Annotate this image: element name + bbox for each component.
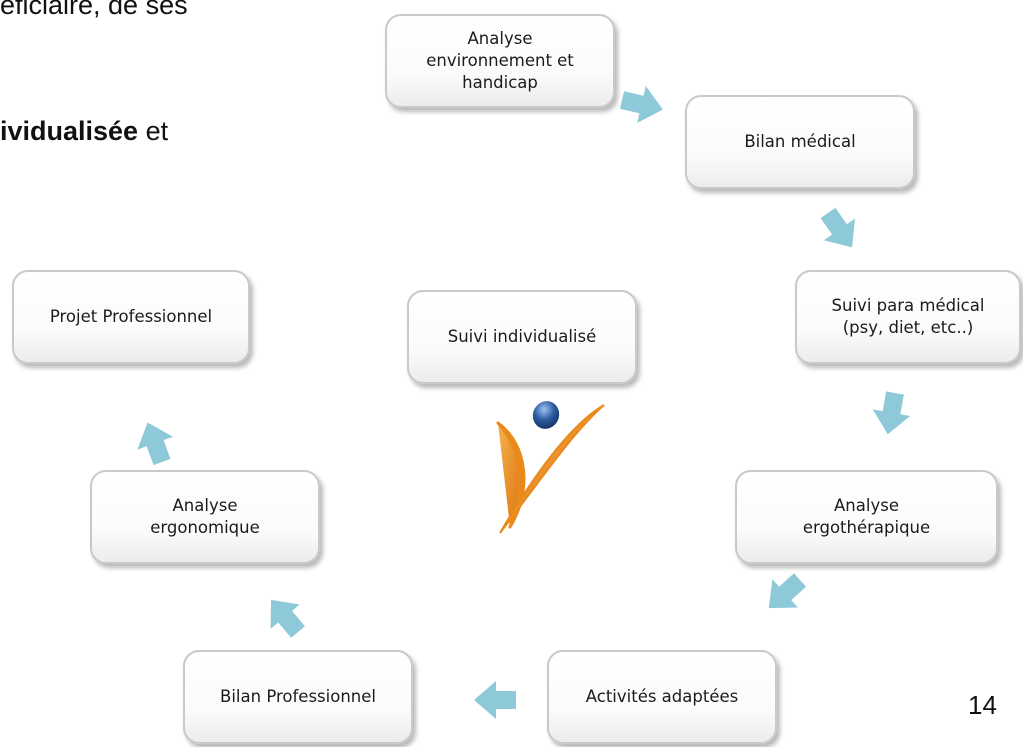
- cycle-arrow-2: [820, 207, 856, 248]
- body-text-rest: et: [138, 116, 169, 146]
- step-bilan-medical: Bilan médical: [685, 95, 915, 189]
- body-text-line-2: ividualisée et: [0, 116, 168, 147]
- step-activites-adaptees: Activités adaptées: [547, 650, 777, 744]
- step-suivi-paramedical: Suivi para médical (psy, diet, etc..): [795, 270, 1021, 364]
- logo-right-stroke-icon: [499, 404, 605, 534]
- cycle-arrow-1: [619, 85, 663, 124]
- step-bilan-professionnel: Bilan Professionnel: [183, 650, 413, 744]
- center-suivi-individualise: Suivi individualisé: [407, 290, 637, 384]
- step-projet-professionnel: Projet Professionnel: [12, 270, 250, 364]
- body-text-bold: ividualisée: [0, 116, 139, 146]
- cycle-arrow-3: [872, 391, 911, 435]
- cycle-arrow-4: [768, 573, 807, 609]
- cycle-arrow-7: [137, 422, 174, 466]
- step-analyse-ergotherapique: Analyse ergothérapique: [735, 470, 998, 564]
- person-logo-icon: [496, 401, 605, 534]
- step-analyse-ergonomique: Analyse ergonomique: [90, 470, 320, 564]
- logo-left-stroke-icon: [496, 421, 526, 529]
- cycle-arrow-5: [474, 681, 516, 719]
- cycle-arrow-6: [270, 599, 305, 638]
- step-analyse-environnement: Analyse environnement et handicap: [385, 14, 615, 108]
- body-text-line-1: éficiaire, de ses: [0, 0, 188, 20]
- page-number: 14: [968, 690, 997, 720]
- logo-head-icon: [532, 401, 560, 429]
